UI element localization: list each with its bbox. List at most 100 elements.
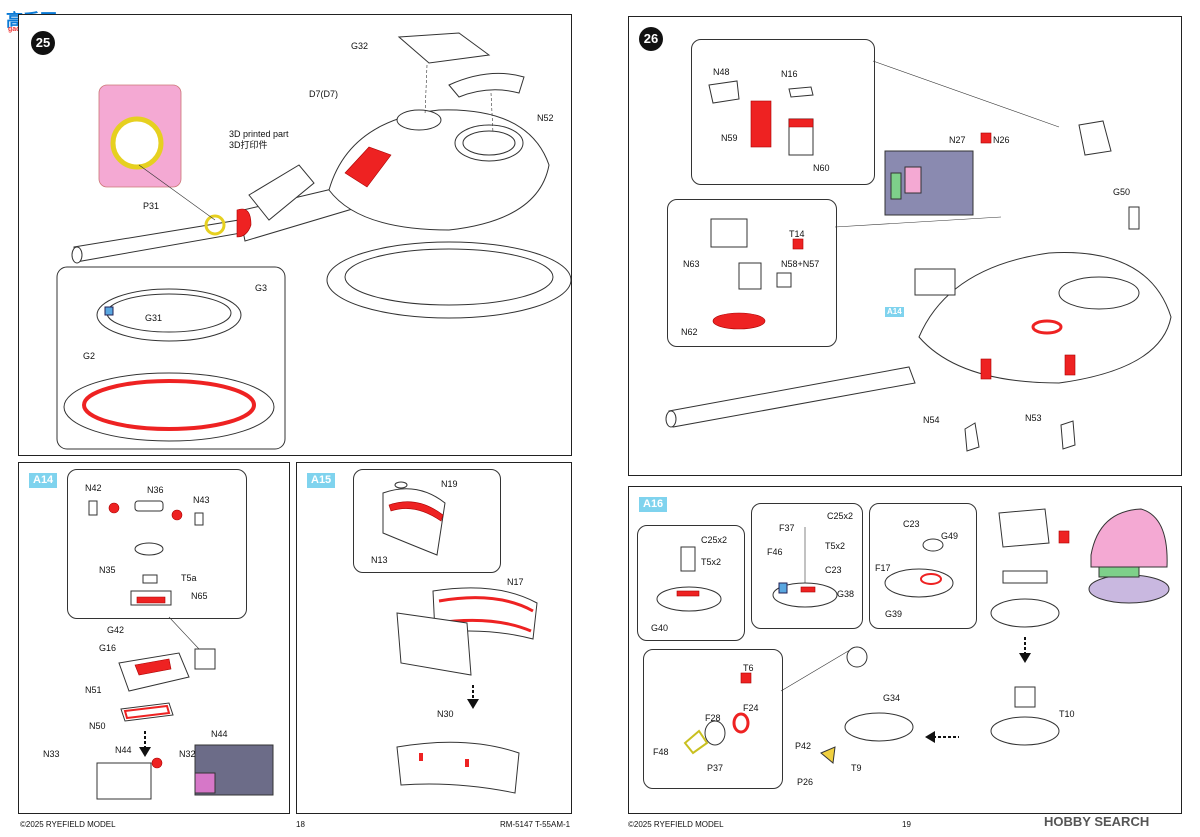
render-pink-hatch: [1090, 508, 1168, 568]
hatch-insert: [1002, 570, 1048, 584]
blue-part: [778, 582, 788, 594]
label-n13: N13: [371, 555, 388, 565]
n60-red: [788, 118, 814, 128]
label-g39: G39: [885, 609, 903, 619]
label-g3: G3: [255, 283, 268, 293]
step-26-inset-top: [691, 39, 875, 185]
part-n16: [788, 86, 814, 98]
red-marker: [980, 358, 992, 380]
part-f48: [683, 729, 709, 755]
bracket: [194, 648, 216, 670]
a15-panel: A15 N19 N13 N17 N30: [296, 462, 572, 814]
leader: [168, 616, 200, 650]
a16-inset-1: [637, 525, 745, 641]
a16-drawing: [656, 508, 1170, 764]
label-n54: N54: [923, 415, 940, 425]
commander-hatch: [1058, 276, 1140, 310]
hatch-g32: [397, 32, 491, 64]
a14-drawing: [88, 500, 274, 800]
gun-barrel: [668, 366, 916, 428]
arrow-head-icon: [925, 731, 935, 743]
render-pink-part: [194, 772, 216, 794]
step-number: 26: [639, 27, 663, 51]
footer-page-number: 19: [902, 820, 911, 829]
part-n54: [964, 422, 980, 452]
footer-copyright: ©2025 RYEFIELD MODEL: [20, 820, 116, 829]
step-26-drawing: [665, 60, 1172, 452]
red-marker: [1064, 354, 1076, 376]
label-n32: N32: [179, 749, 196, 759]
label-c23-a: C23: [825, 565, 842, 575]
n17-red-top: [438, 596, 534, 613]
label-t9: T9: [851, 763, 862, 773]
render-green-part: [890, 172, 902, 200]
label-t10: T10: [1059, 709, 1075, 719]
a14-reference-badge: A14: [885, 307, 904, 317]
render-base: [1088, 574, 1170, 604]
part-t5a: [142, 574, 158, 584]
label-f28: F28: [705, 713, 721, 723]
label-f17: F17: [875, 563, 891, 573]
arrow-head-icon: [1019, 653, 1031, 663]
label-n44a: N44: [115, 745, 132, 755]
label-n60: N60: [813, 163, 830, 173]
warning-icon: [1058, 530, 1070, 544]
blue-part: [104, 306, 114, 316]
part-n17-face: [396, 612, 472, 676]
label-p31: P31: [143, 201, 160, 211]
part-n48: [708, 80, 740, 104]
label-n62: N62: [681, 327, 698, 337]
footer-page-number: 18: [296, 820, 305, 829]
footer-product: RM-5147 T-55AM-1: [500, 820, 571, 829]
n50-red-frame: [123, 704, 171, 720]
part-n36: [134, 500, 164, 512]
mantlet-red-area: [236, 208, 252, 238]
label-p37: P37: [707, 763, 724, 773]
part-g34-ring: [846, 646, 868, 668]
page-18: 高手网 gao-shou.com 25: [6, 11, 572, 829]
label-n30: N30: [437, 709, 454, 719]
label-t6: T6: [743, 663, 754, 673]
n65-red: [136, 596, 166, 604]
a14-panel: A14 N42 N: [18, 462, 290, 814]
label-n27: N27: [949, 135, 966, 145]
part-g49: [922, 538, 944, 552]
part-n19: [394, 481, 408, 489]
step-26-panel: 26: [628, 16, 1182, 476]
step-25-panel: 25: [18, 14, 572, 456]
hatch-g40: [656, 586, 722, 612]
part-t14: [776, 272, 792, 288]
leader: [834, 216, 1002, 228]
warning-icon: [740, 672, 752, 684]
ring-n52: [448, 72, 525, 98]
part-n63: [710, 218, 748, 248]
label-c25x2-a: C25x2: [701, 535, 728, 545]
hatch-final: [990, 716, 1060, 746]
pin-red: [465, 759, 469, 767]
label-n63: N63: [683, 259, 700, 269]
footer-copyright: ©2025 RYEFIELD MODEL: [628, 820, 724, 829]
warning-icon: [151, 757, 163, 769]
part-n58-n57: [738, 262, 762, 290]
label-n35: N35: [99, 565, 116, 575]
warning-icon: [980, 132, 992, 144]
part-n42: [88, 500, 98, 516]
hatch-g39: [884, 568, 954, 598]
ring-g3-inner: [106, 293, 232, 333]
label-n17: N17: [507, 577, 524, 587]
3d-printed-ring: [204, 214, 226, 236]
label-n48: N48: [713, 67, 730, 77]
label-g50: G50: [1113, 187, 1131, 197]
part-n35: [134, 542, 164, 556]
a16-panel: A16: [628, 486, 1182, 814]
label-n16: N16: [781, 69, 798, 79]
pin-red: [419, 753, 423, 761]
label-n65: N65: [191, 591, 208, 601]
part-n53: [1060, 420, 1076, 450]
render-pink-part: [904, 166, 922, 194]
part-hatch: [1078, 120, 1112, 156]
3d-part-ring: [110, 116, 164, 170]
watermark-hobby-search: HOBBY SEARCH: [1044, 814, 1150, 829]
leader: [490, 92, 494, 134]
arrow-head-icon: [467, 699, 479, 709]
